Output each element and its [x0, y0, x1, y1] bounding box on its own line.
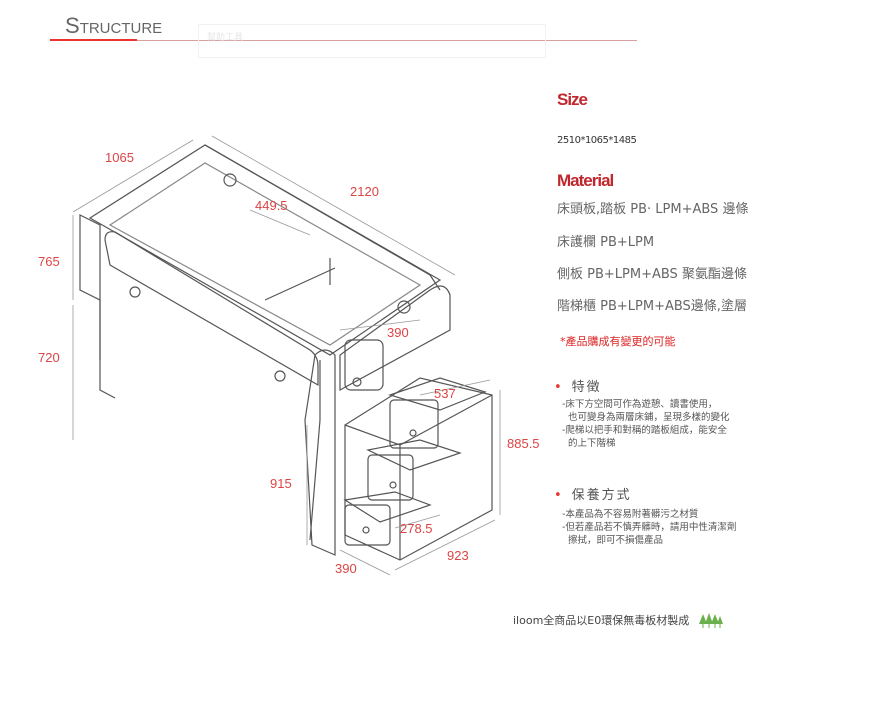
features-heading: •特徵 [554, 380, 602, 395]
title-underline [50, 39, 137, 41]
title-divider [137, 40, 637, 41]
care-line: -本產品為不容易附著髒污之材質 [562, 509, 699, 520]
feature-line: -床下方空間可作為遊憩、讀書使用， [562, 399, 718, 410]
dim-width: 1065 [105, 150, 134, 165]
material-item: 側板 PB+LPM+ABS 聚氨酯邊條 [557, 267, 747, 282]
material-item: 階梯櫃 PB+LPM+ABS邊條,塗層 [557, 299, 747, 314]
ghost-toolbar-overlay: 幫助工具 [198, 24, 546, 58]
dim-base-depth: 390 [335, 561, 357, 576]
material-item: 床頭板,踏板 PB· LPM+ABS 邊條 [557, 202, 749, 217]
material-note: *產品購成有變更的可能 [560, 335, 676, 348]
dim-height-top: 765 [38, 254, 60, 269]
dim-rail: 390 [387, 325, 409, 340]
page-title: STRUCTURE [65, 13, 163, 38]
dim-step-height: 885.5 [507, 436, 540, 451]
feature-line: -爬梯以把手和對稱的踏板組成，能安全 [562, 425, 727, 436]
dim-height-bottom: 720 [38, 350, 60, 365]
material-heading: Material [557, 171, 614, 190]
care-line: 擦拭，即可不損傷產品 [562, 535, 664, 546]
dim-leg: 915 [270, 476, 292, 491]
dim-length: 2120 [350, 184, 379, 199]
care-heading: •保養方式 [554, 488, 632, 503]
care-line: -但若產品若不慎弄髒時，請用中性清潔劑 [562, 522, 737, 533]
trees-icon [698, 613, 723, 628]
feature-line: 的上下階梯 [562, 438, 616, 449]
dim-step-width: 537 [434, 386, 456, 401]
bed-drawing: 1065 2120 449.5 765 720 390 537 885.5 91… [38, 135, 540, 576]
size-heading: Size [557, 90, 588, 109]
dim-inner: 449.5 [255, 198, 288, 213]
feature-line: 也可變身為兩層床鋪，呈現多樣的變化 [562, 412, 730, 423]
dim-step-depth: 278.5 [400, 521, 433, 536]
material-item: 床護欄 PB+LPM [557, 235, 655, 250]
size-value: 2510*1065*1485 [557, 135, 637, 146]
dim-base-length: 923 [447, 548, 469, 563]
eco-footer: iloom全商品以E0環保無毒板材製成 [513, 612, 723, 629]
